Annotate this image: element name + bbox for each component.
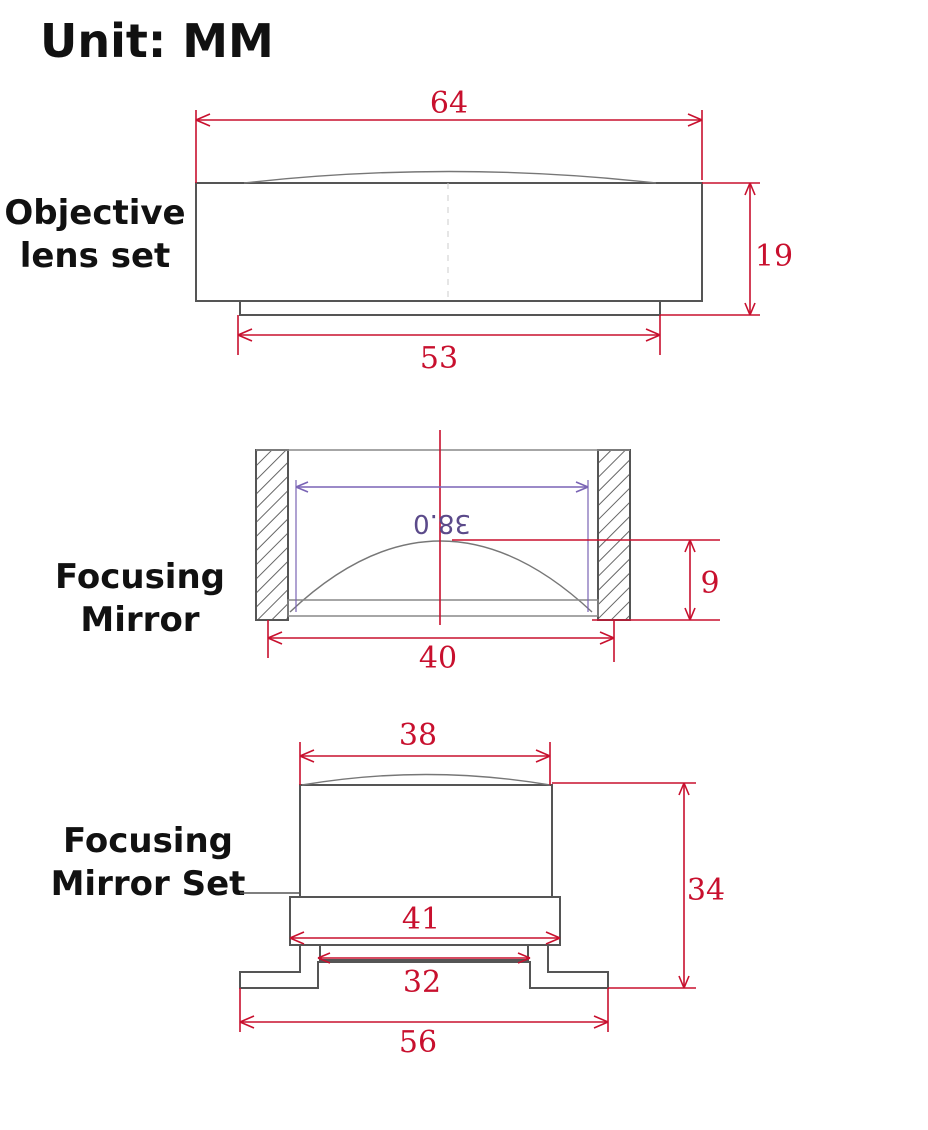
dim-56-arrows bbox=[239, 1015, 609, 1029]
mirror-housing-left bbox=[255, 449, 289, 621]
focusing-mirror-label: Focusing Mirror bbox=[40, 556, 240, 641]
focusing-mirror-set-dimensions: 38 34 41 32 56 bbox=[239, 718, 725, 1060]
objective-lens-curve bbox=[243, 170, 657, 184]
dim-9-arrows bbox=[684, 539, 696, 621]
mirror-lens-curve bbox=[289, 540, 593, 613]
focusing-mirror-set-label-line2: Mirror Set bbox=[50, 863, 246, 904]
dim-32-arrows bbox=[317, 952, 531, 964]
dim-53-arrows bbox=[237, 328, 661, 342]
mirror-base bbox=[287, 599, 599, 617]
dim-38-arrows bbox=[299, 749, 551, 763]
objective-base-ring bbox=[239, 300, 661, 316]
dim-41-arrows bbox=[289, 931, 561, 945]
page-title: Unit: MM bbox=[40, 14, 274, 68]
dim-40: 40 bbox=[419, 641, 457, 676]
mirror-set-flange bbox=[289, 896, 561, 946]
objective-lens-set-label: Objective lens set bbox=[0, 192, 190, 277]
focusing-mirror-dimensions: 9 40 bbox=[267, 539, 720, 676]
dim-40-arrows bbox=[267, 631, 615, 645]
dim-9: 9 bbox=[700, 566, 719, 601]
mirror-housing-right bbox=[597, 449, 631, 621]
dim-34-arrows bbox=[678, 782, 690, 989]
dim-56: 56 bbox=[399, 1025, 437, 1060]
focusing-mirror-set-drawing bbox=[239, 773, 609, 989]
objective-label-line2: lens set bbox=[19, 235, 171, 276]
focusing-mirror-drawing: 38.0 bbox=[255, 430, 631, 625]
focusing-mirror-label-line2: Mirror bbox=[80, 599, 200, 640]
dim-19: 19 bbox=[755, 239, 793, 274]
mirror-set-upper-body bbox=[299, 784, 553, 898]
dim-64: 64 bbox=[430, 86, 468, 121]
focusing-mirror-set-label: Focusing Mirror Set bbox=[40, 820, 256, 905]
dim-64-arrows bbox=[195, 113, 703, 127]
dim-19-arrows bbox=[744, 182, 756, 316]
objective-label-line1: Objective bbox=[4, 193, 186, 233]
focusing-mirror-set-label-line1: Focusing bbox=[63, 821, 233, 861]
objective-dimensions: 64 19 53 bbox=[195, 86, 793, 376]
objective-body bbox=[195, 182, 703, 302]
inner-dim-arrows bbox=[295, 481, 589, 493]
inner-dim-value: 38.0 bbox=[413, 508, 471, 538]
dim-41: 41 bbox=[402, 902, 440, 937]
dim-53: 53 bbox=[420, 341, 458, 376]
dim-38: 38 bbox=[399, 718, 437, 753]
focusing-mirror-label-line1: Focusing bbox=[55, 557, 225, 597]
objective-lens-drawing bbox=[195, 170, 703, 316]
dim-32: 32 bbox=[403, 965, 441, 1000]
dim-34: 34 bbox=[687, 873, 725, 908]
mirror-set-lens-curve bbox=[301, 773, 551, 786]
